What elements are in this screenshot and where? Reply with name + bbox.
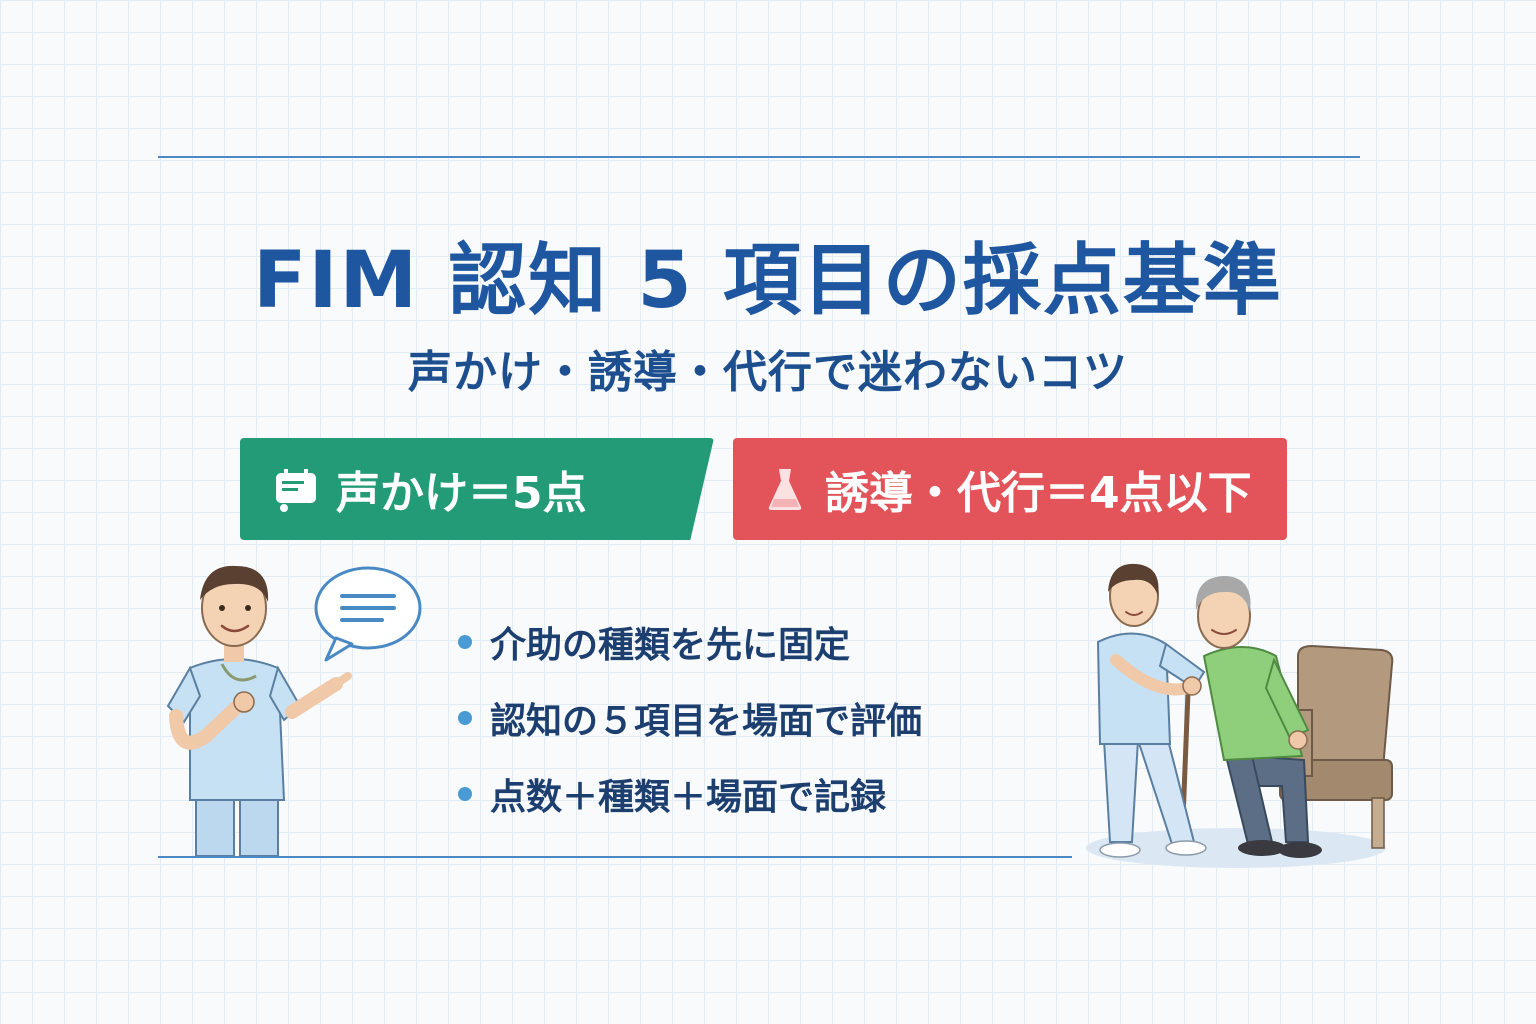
list-item: 介助の種類を先に固定 [458, 604, 922, 680]
verbal-cue-badge-label: 声かけ＝5点 [336, 468, 587, 519]
verbal-cue-badge: 声かけ＝5点 [240, 438, 714, 540]
bottom-divider [158, 856, 1072, 858]
guidance-badge: 誘導・代行＝4点以下 [733, 438, 1287, 540]
page-subtitle: 声かけ・誘導・代行で迷わないコツ [408, 347, 1128, 398]
list-item: 認知の５項目を場面で評価 [458, 680, 922, 756]
list-item-text: 点数＋種類＋場面で記録 [490, 777, 887, 818]
guide-icon [768, 469, 802, 510]
speech-bubble-icon [314, 566, 422, 662]
speech-card-icon [276, 469, 316, 512]
list-item-text: 介助の種類を先に固定 [490, 625, 851, 666]
list-item-text: 認知の５項目を場面で評価 [490, 701, 923, 742]
page-title: FIM 認知 5 項目の採点基準 [253, 236, 1283, 326]
list-item: 点数＋種類＋場面で記録 [458, 756, 922, 832]
bullet-dot-icon [458, 635, 472, 649]
assisted-sitting-illustration [1086, 563, 1394, 868]
bullet-dot-icon [458, 711, 472, 725]
key-points-list: 介助の種類を先に固定 認知の５項目を場面で評価 点数＋種類＋場面で記録 [458, 604, 922, 832]
staff-verbal-cue-illustration [166, 565, 422, 856]
top-divider [158, 156, 1360, 158]
bullet-dot-icon [458, 787, 472, 801]
guidance-badge-label: 誘導・代行＝4点以下 [825, 468, 1252, 519]
